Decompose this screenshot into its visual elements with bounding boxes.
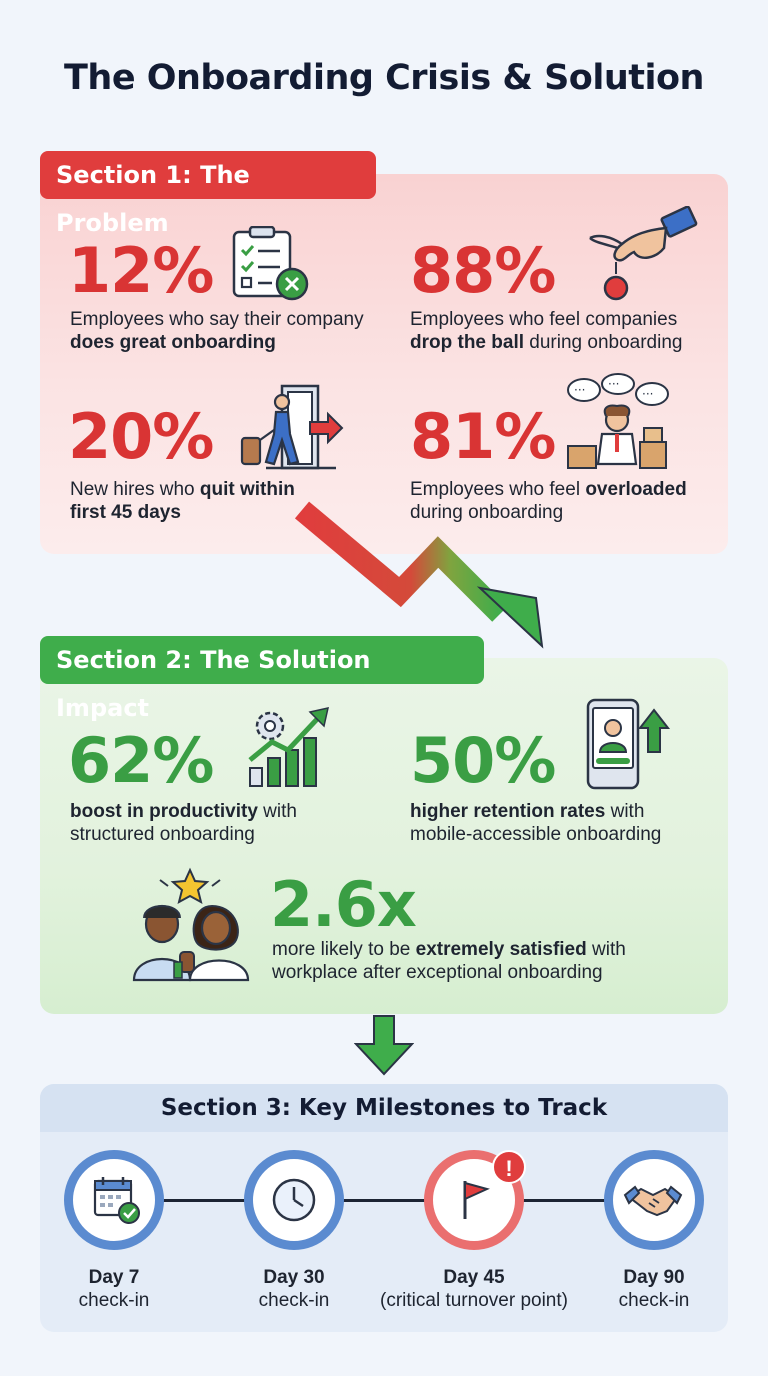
handshake-icon (623, 1185, 683, 1217)
person-leaving-door-icon (240, 384, 344, 470)
stat-81-value: 81% (410, 400, 556, 473)
stat-2-6x-value: 2.6x (270, 868, 417, 941)
milestone-day45-circle (424, 1150, 524, 1250)
svg-text:···: ··· (574, 383, 585, 397)
milestone-day30-circle (244, 1150, 344, 1250)
section-3-heading: Section 3: Key Milestones to Track (40, 1084, 728, 1132)
stat-62-desc: boost in productivity with structured on… (70, 801, 297, 845)
stat-12-desc: Employees who say their company does gre… (70, 309, 364, 353)
milestone-day7-circle (64, 1150, 164, 1250)
section-1-tab: Section 1: The Problem (40, 151, 376, 237)
stressed-person-icon: ··· ··· ··· (567, 373, 669, 469)
svg-text:···: ··· (642, 387, 653, 401)
stat-88-value: 88% (410, 234, 556, 307)
svg-text:···: ··· (608, 377, 619, 391)
problem-panel (40, 174, 728, 554)
alert-icon: ! (492, 1150, 526, 1184)
stat-2-6x-desc: more likely to be extremely satisfied wi… (272, 939, 626, 983)
checklist-x-icon (232, 226, 309, 301)
stat-12-value: 12% (68, 234, 214, 307)
trend-arrow (294, 501, 544, 649)
hand-dropping-ball-icon (589, 206, 698, 301)
flag-alert-icon (463, 1181, 490, 1219)
timeline-line (150, 1199, 620, 1202)
stat-50-desc: higher retention rates with mobile-acces… (410, 801, 662, 845)
down-arrow (354, 1015, 414, 1076)
stat-88-desc: Employees who feel companies drop the ba… (410, 309, 683, 353)
stat-20-desc: New hires who quit within first 45 days (70, 479, 295, 523)
growth-chart-gear-icon (248, 707, 329, 787)
section-2-tab: Section 2: The Solution Impact (40, 636, 484, 722)
calendar-check-icon (93, 1177, 140, 1224)
milestone-day90-circle (604, 1150, 704, 1250)
stat-20-value: 20% (68, 400, 214, 473)
page-title: The Onboarding Crisis & Solution (64, 58, 704, 98)
milestone-day45-label: Day 45(critical turnover point) (380, 1267, 568, 1311)
happy-employees-icon (132, 867, 250, 982)
stat-50-value: 50% (410, 724, 556, 797)
clock-icon (272, 1178, 316, 1222)
stat-62-value: 62% (68, 724, 214, 797)
stat-81-desc: Employees who feel overloaded during onb… (410, 479, 687, 523)
mobile-user-up-icon (586, 698, 671, 790)
